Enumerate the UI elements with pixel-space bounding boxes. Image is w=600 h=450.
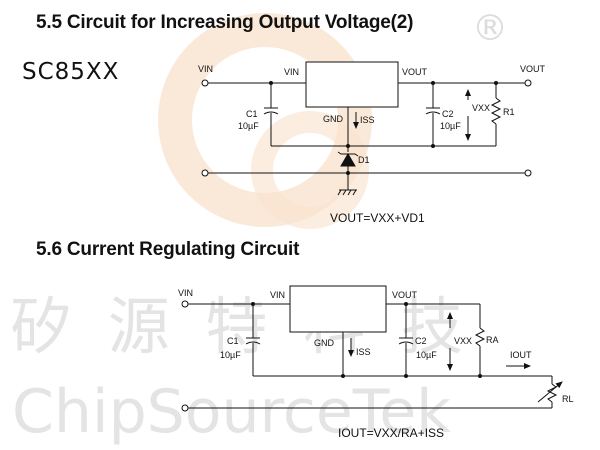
section-5-6-title: 5.6 Current Regulating Circuit xyxy=(36,239,300,260)
c1-vin-pin-label: VIN xyxy=(284,67,299,77)
c1-cap1-label: C1 xyxy=(246,109,258,119)
c1-d1-label: D1 xyxy=(358,155,370,165)
c1-iss-label: ISS xyxy=(360,115,375,125)
c2-iss-label: ISS xyxy=(356,347,371,357)
c2-equation: IOUT=VXX/RA+ISS xyxy=(338,426,444,440)
c1-r1-label: R1 xyxy=(503,107,515,117)
circuit-1-junctions xyxy=(269,81,498,175)
c1-equation: VOUT=VXX+VD1 xyxy=(330,211,425,225)
c2-cap1-value: 10µF xyxy=(220,350,241,360)
circuit-increasing-voltage xyxy=(201,61,532,196)
c2-cap1-label: C1 xyxy=(227,336,239,346)
circuit-2-junctions xyxy=(251,302,482,378)
c2-gnd-label: GND xyxy=(314,338,335,348)
c2-vin-node-label: VIN xyxy=(178,288,193,298)
c1-cap2-label: C2 xyxy=(442,109,454,119)
watermark-latin-text: ChipSourceTek xyxy=(12,377,451,447)
c2-cap2-label: C2 xyxy=(415,336,427,346)
watermark-logo xyxy=(158,13,372,229)
c1-vxx-label: VXX xyxy=(472,103,490,113)
c2-vin-pin-label: VIN xyxy=(270,290,285,300)
registered-mark: ® xyxy=(472,8,508,49)
c2-ra-label: RA xyxy=(486,335,499,345)
part-number-label: SC85XX xyxy=(22,59,120,85)
c1-gnd-label: GND xyxy=(323,114,344,124)
c2-cap2-value: 10µF xyxy=(416,350,437,360)
c2-vout-pin-label: VOUT xyxy=(392,290,418,300)
c1-vout-node-label: VOUT xyxy=(520,64,546,74)
c1-cap2-value: 10µF xyxy=(440,121,461,131)
watermark-cjk-text: 矽 源 特 科 技 xyxy=(10,290,471,363)
c2-rl-label: RL xyxy=(562,394,574,404)
rl-variable-arrow xyxy=(537,381,563,403)
c1-vin-node-label: VIN xyxy=(198,64,213,74)
circuit-current-regulating xyxy=(181,285,558,412)
c2-iout-label: IOUT xyxy=(510,350,532,360)
c1-vout-pin-label: VOUT xyxy=(402,67,428,77)
section-5-5-title: 5.5 Circuit for Increasing Output Voltag… xyxy=(36,12,414,33)
c1-cap1-value: 10µF xyxy=(238,121,259,131)
c2-vxx-label: VXX xyxy=(454,336,472,346)
